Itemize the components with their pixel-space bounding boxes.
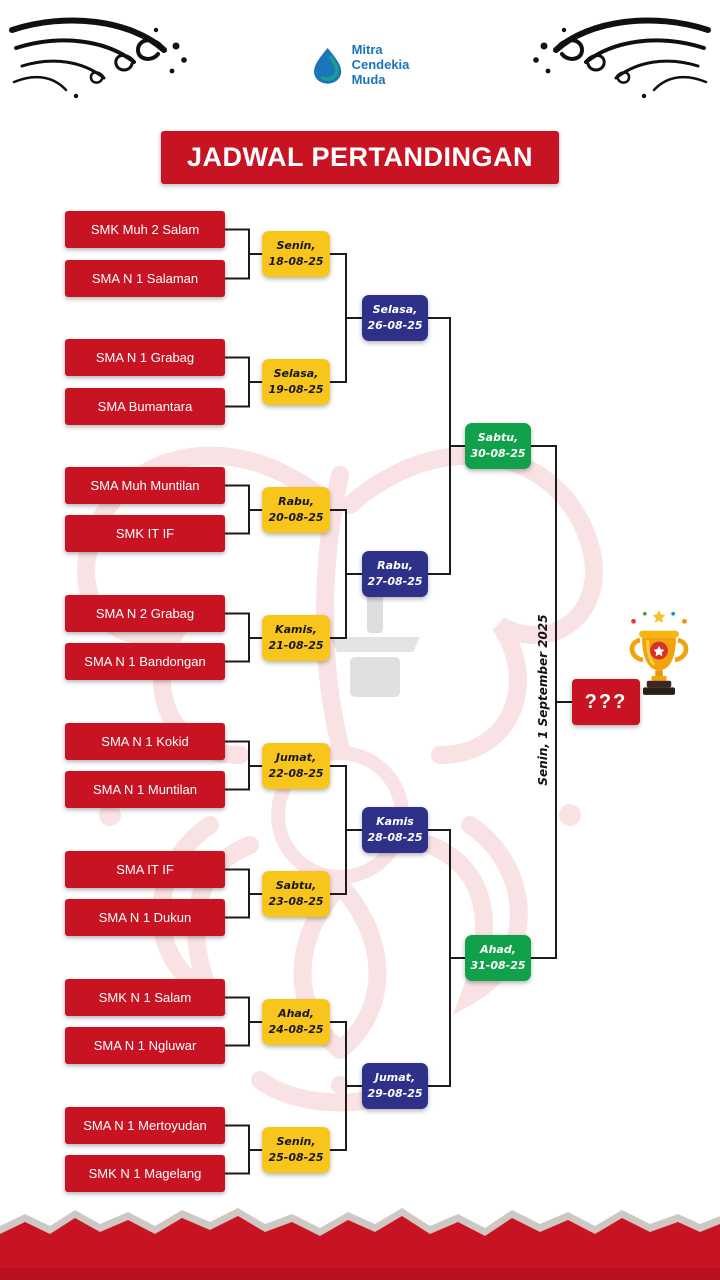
- team-box: SMA N 1 Kokid: [65, 723, 225, 760]
- date-value: 24-08-25: [268, 1023, 324, 1036]
- date-value: 26-08-25: [367, 319, 423, 332]
- date-day: Sabtu,: [275, 879, 317, 893]
- date-value: 29-08-25: [367, 1087, 423, 1100]
- date-day: Jumat,: [275, 751, 317, 765]
- page-title: JADWAL PERTANDINGAN: [160, 131, 560, 184]
- team-box: SMA N 1 Grabag: [65, 339, 225, 376]
- match-date-box: Kamis, 21-08-25: [262, 615, 330, 661]
- date-value: 20-08-25: [268, 511, 324, 524]
- team-box: SMK N 1 Magelang: [65, 1155, 225, 1192]
- date-value: 23-08-25: [268, 895, 324, 908]
- date-value: 21-08-25: [268, 639, 324, 652]
- match-date-box: Jumat, 22-08-25: [262, 743, 330, 789]
- date-day: Selasa,: [372, 303, 418, 317]
- date-value: 18-08-25: [268, 255, 324, 268]
- date-value: 22-08-25: [268, 767, 324, 780]
- team-box: SMK IT IF: [65, 515, 225, 552]
- date-day: Sabtu,: [477, 431, 519, 445]
- semifinal-date-box: Ahad, 31-08-25: [465, 935, 531, 981]
- team-box: SMK N 1 Salam: [65, 979, 225, 1016]
- team-box: SMA N 1 Ngluwar: [65, 1027, 225, 1064]
- match-date-box: Selasa, 19-08-25: [262, 359, 330, 405]
- corner-flourish-left-icon: [9, 17, 187, 99]
- team-box: SMA N 1 Muntilan: [65, 771, 225, 808]
- logo-line1: Mitra: [351, 42, 383, 57]
- date-day: Selasa,: [273, 367, 319, 381]
- date-day: Jumat,: [374, 1071, 416, 1085]
- team-box: SMA Bumantara: [65, 388, 225, 425]
- final-box: ???: [572, 679, 640, 725]
- team-box: SMA Muh Muntilan: [65, 467, 225, 504]
- team-box: SMA IT IF: [65, 851, 225, 888]
- team-box: SMK Muh 2 Salam: [65, 211, 225, 248]
- team-box: SMA N 1 Dukun: [65, 899, 225, 936]
- logo-text: Mitra Cendekia Muda: [352, 42, 410, 87]
- final-date-label: Senin, 1 September 2025: [536, 614, 550, 786]
- logo-line2: Cendekia: [351, 57, 410, 72]
- date-day: Senin,: [276, 239, 316, 253]
- match-date-box: Senin, 18-08-25: [262, 231, 330, 277]
- round2-date-box: Selasa, 26-08-25: [362, 295, 428, 341]
- date-value: 30-08-25: [470, 447, 526, 460]
- date-value: 28-08-25: [367, 831, 423, 844]
- date-day: Rabu,: [377, 559, 413, 573]
- date-day: Kamis,: [275, 623, 317, 637]
- date-value: 19-08-25: [268, 383, 324, 396]
- torn-edge: [0, 1208, 720, 1280]
- round2-date-box: Kamis 28-08-25: [362, 807, 428, 853]
- date-day: Kamis: [376, 815, 414, 829]
- date-day: Rabu,: [278, 495, 314, 509]
- logo: Mitra Cendekia Muda: [311, 42, 410, 87]
- date-day: Senin,: [276, 1135, 316, 1149]
- date-value: 31-08-25: [470, 959, 526, 972]
- logo-line3: Muda: [351, 72, 386, 87]
- date-value: 27-08-25: [367, 575, 423, 588]
- team-box: SMA N 1 Mertoyudan: [65, 1107, 225, 1144]
- round2-date-box: Jumat, 29-08-25: [362, 1063, 428, 1109]
- corner-flourish-right-icon: [533, 17, 711, 99]
- date-day: Ahad,: [480, 943, 516, 957]
- team-box: SMA N 1 Salaman: [65, 260, 225, 297]
- date-day: Ahad,: [278, 1007, 314, 1021]
- match-date-box: Sabtu, 23-08-25: [262, 871, 330, 917]
- round2-date-box: Rabu, 27-08-25: [362, 551, 428, 597]
- match-date-box: Senin, 25-08-25: [262, 1127, 330, 1173]
- match-date-box: Ahad, 24-08-25: [262, 999, 330, 1045]
- logo-drop-icon: [313, 47, 342, 84]
- semifinal-date-box: Sabtu, 30-08-25: [465, 423, 531, 469]
- team-box: SMA N 2 Grabag: [65, 595, 225, 632]
- match-date-box: Rabu, 20-08-25: [262, 487, 330, 533]
- team-box: SMA N 1 Bandongan: [65, 643, 225, 680]
- date-value: 25-08-25: [268, 1151, 324, 1164]
